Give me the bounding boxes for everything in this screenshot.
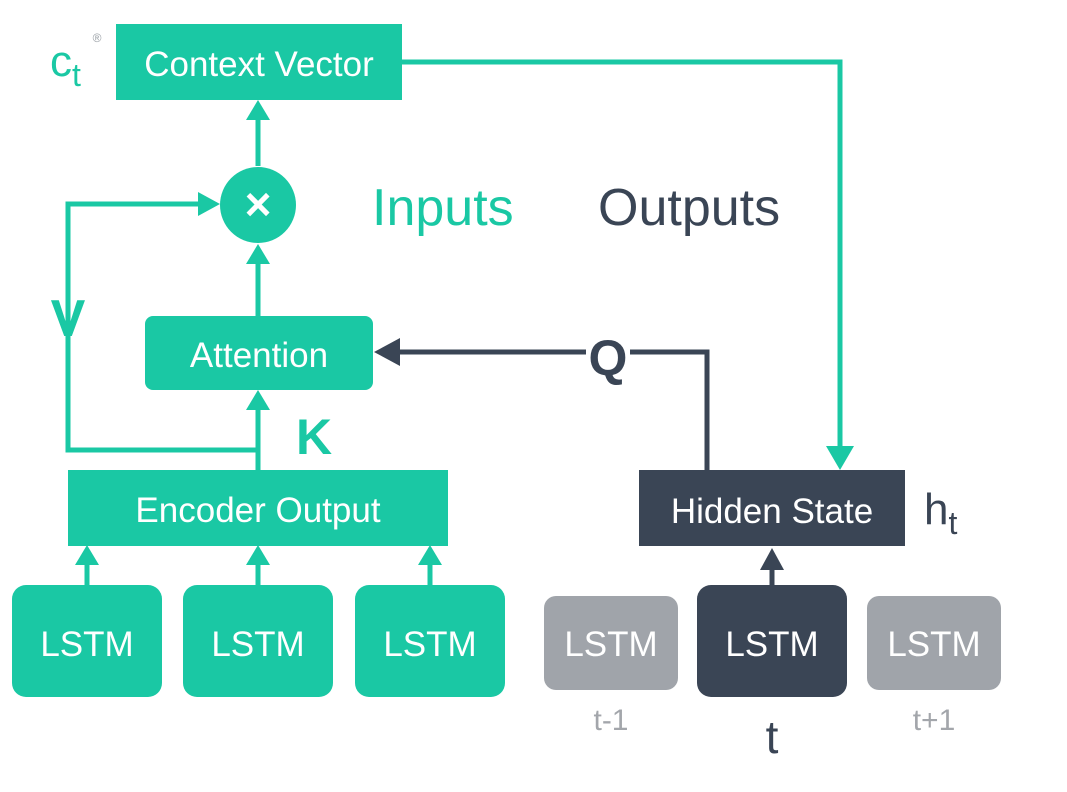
context-vector-symbol: ct bbox=[50, 37, 81, 93]
legend-outputs: Outputs bbox=[598, 179, 780, 237]
encoder-output-box bbox=[68, 470, 448, 546]
encoder-lstm-cells: LSTM LSTM LSTM bbox=[12, 585, 505, 697]
encoder-lstm-box bbox=[12, 585, 162, 697]
decoder-lstm-box-next bbox=[867, 596, 1001, 690]
arrowhead-hidden-from-lstm bbox=[760, 548, 784, 570]
hidden-state-symbol: ht bbox=[924, 485, 957, 541]
context-vector-box bbox=[116, 24, 402, 100]
key-label: K bbox=[296, 409, 332, 465]
decoder-time-prev: t-1 bbox=[593, 704, 628, 737]
registered-mark: ® bbox=[93, 31, 102, 45]
encoder-lstm-box bbox=[183, 585, 333, 697]
decoder-lstm-cells: LSTM t-1 LSTM t LSTM t+1 bbox=[544, 585, 1001, 763]
decoder-lstm-cell-prev: LSTM t-1 bbox=[544, 596, 678, 737]
arrowhead-context bbox=[246, 100, 270, 120]
decoder-lstm-label-current: LSTM bbox=[725, 625, 818, 664]
query-label: Q bbox=[589, 330, 628, 386]
decoder-lstm-box-current bbox=[697, 585, 847, 697]
arrowhead-attention-from-query bbox=[374, 338, 400, 366]
encoder-lstm-cell: LSTM bbox=[12, 585, 162, 697]
decoder-time-current: t bbox=[766, 711, 779, 763]
encoder-lstm-cell: LSTM bbox=[355, 585, 505, 697]
dark-arrowheads bbox=[374, 338, 784, 570]
attention-box bbox=[145, 316, 373, 390]
multiply-node: × bbox=[220, 167, 296, 243]
attention-label: Attention bbox=[190, 336, 328, 375]
decoder-lstm-label-next: LSTM bbox=[887, 625, 980, 664]
legend-inputs: Inputs bbox=[372, 179, 514, 237]
encoder-lstm-cell: LSTM bbox=[183, 585, 333, 697]
arrowhead-lstm2 bbox=[246, 545, 270, 565]
arrowhead-multiply-bottom bbox=[246, 244, 270, 264]
encoder-lstm-box bbox=[355, 585, 505, 697]
arrowhead-hidden bbox=[826, 446, 854, 470]
dark-connectors bbox=[390, 349, 775, 585]
decoder-lstm-cell-current: LSTM t bbox=[697, 585, 847, 763]
value-label: V bbox=[51, 290, 86, 348]
arrowhead-lstm1 bbox=[75, 545, 99, 565]
arrow-context-to-hidden bbox=[402, 59, 843, 462]
attention-node: Attention bbox=[145, 316, 373, 390]
arrowhead-multiply-left bbox=[198, 192, 220, 216]
decoder-lstm-label-prev: LSTM bbox=[564, 625, 657, 664]
arrow-value-to-multiply bbox=[65, 201, 258, 453]
multiply-circle bbox=[220, 167, 296, 243]
arrowhead-lstm3 bbox=[418, 545, 442, 565]
teal-connectors bbox=[65, 59, 843, 585]
encoder-lstm-label: LSTM bbox=[40, 625, 133, 664]
context-vector-node: Context Vector bbox=[116, 24, 402, 100]
hidden-state-box bbox=[639, 470, 905, 546]
hidden-state-node: Hidden State bbox=[639, 470, 905, 546]
decoder-time-next: t+1 bbox=[913, 704, 956, 737]
decoder-lstm-box-prev bbox=[544, 596, 678, 690]
multiply-symbol: × bbox=[245, 178, 272, 230]
encoder-output-node: Encoder Output bbox=[68, 470, 448, 546]
encoder-lstm-label: LSTM bbox=[211, 625, 304, 664]
hidden-state-label: Hidden State bbox=[671, 492, 873, 531]
encoder-output-label: Encoder Output bbox=[135, 491, 380, 530]
encoder-lstm-label: LSTM bbox=[383, 625, 476, 664]
arrow-query-to-attention bbox=[630, 349, 710, 470]
arrowhead-attention bbox=[246, 390, 270, 410]
context-vector-label: Context Vector bbox=[144, 45, 374, 84]
decoder-lstm-cell-next: LSTM t+1 bbox=[867, 596, 1001, 737]
teal-arrowheads bbox=[75, 100, 854, 565]
